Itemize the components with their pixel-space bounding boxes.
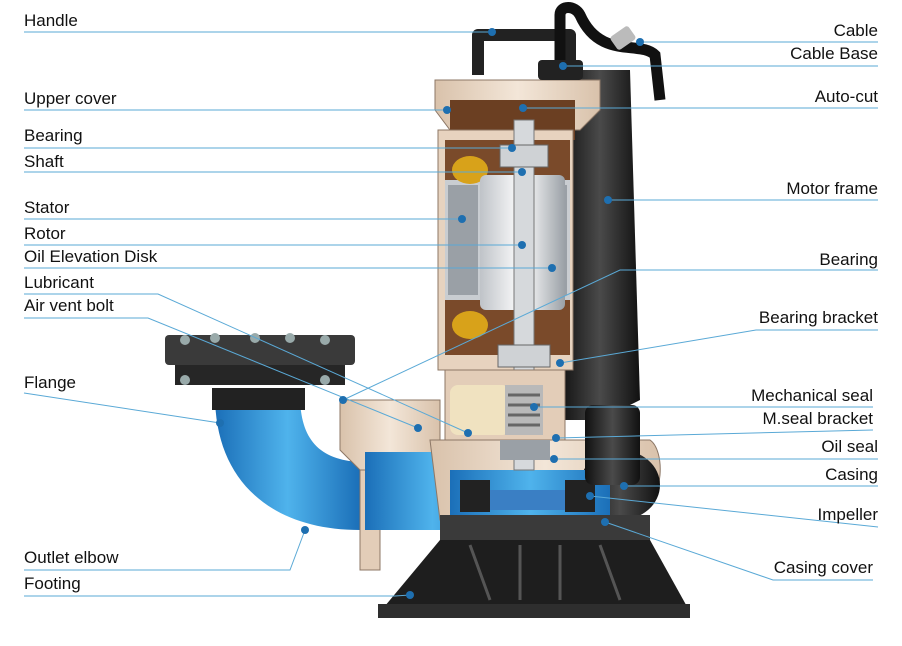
leader-dot-motor-frame	[604, 196, 612, 204]
leader-dot-casing	[620, 482, 628, 490]
leader-dot-outlet-elbow	[301, 526, 309, 534]
leader-dot-upper-cover	[443, 106, 451, 114]
label-casing-cover: Casing cover	[773, 558, 873, 577]
label-shaft: Shaft	[24, 152, 64, 171]
label-cable: Cable	[833, 21, 878, 40]
label-stator: Stator	[24, 198, 70, 217]
leader-dot-oil-seal	[550, 455, 558, 463]
label-lubricant: Lubricant	[24, 273, 94, 292]
leader-dot-mechanical-seal	[530, 403, 538, 411]
leader-dot-shaft	[518, 168, 526, 176]
leader-lubricant	[24, 293, 469, 434]
motor-frame-shape	[560, 70, 640, 485]
label-upper-cover: Upper cover	[24, 89, 117, 108]
leader-dot-footing	[406, 591, 414, 599]
leader-m-seal-bracket	[555, 429, 874, 439]
leader-dot-flange	[216, 419, 224, 427]
leader-dot-lubricant	[464, 429, 472, 437]
oil-chamber	[444, 369, 566, 460]
label-air-vent-bolt: Air vent bolt	[24, 296, 114, 315]
leader-dot-air-vent-bolt	[414, 424, 422, 432]
label-oil-elevation-disk: Oil Elevation Disk	[24, 247, 158, 266]
label-impeller: Impeller	[817, 505, 878, 524]
label-motor-frame: Motor frame	[786, 179, 878, 198]
label-casing: Casing	[825, 465, 878, 484]
leader-dot-impeller	[586, 492, 594, 500]
flange-shape	[165, 333, 355, 385]
leader-flange	[23, 392, 221, 424]
label-oil-seal: Oil seal	[821, 437, 878, 456]
leader-dot-oil-elevation-disk	[548, 264, 556, 272]
leader-dot-stator	[458, 215, 466, 223]
leader-dot-casing-cover	[601, 518, 609, 526]
label-m-seal-bracket: M.seal bracket	[762, 409, 873, 428]
label-bearing-top: Bearing	[24, 126, 83, 145]
label-footing: Footing	[24, 574, 81, 593]
label-bearing-lower: Bearing	[819, 250, 878, 269]
label-bearing-bracket: Bearing bracket	[758, 308, 878, 327]
leader-dot-bearing-lower	[339, 396, 347, 404]
label-flange: Flange	[24, 373, 76, 392]
handle-shape	[472, 29, 576, 75]
label-outlet-elbow: Outlet elbow	[24, 548, 119, 567]
leader-bearing-lower	[342, 269, 878, 401]
label-handle: Handle	[24, 11, 78, 30]
leader-dot-rotor	[518, 241, 526, 249]
leader-dot-cable-base	[559, 62, 567, 70]
label-mechanical-seal: Mechanical seal	[751, 386, 873, 405]
leader-air-vent-bolt	[24, 317, 419, 429]
cable-shape	[538, 2, 666, 101]
label-auto-cut: Auto-cut	[814, 87, 878, 106]
leader-dot-handle	[488, 28, 496, 36]
leader-impeller	[589, 495, 879, 528]
footing-shape	[378, 540, 690, 618]
leader-footing	[24, 594, 411, 597]
leader-dot-bearing-bracket	[556, 359, 564, 367]
leader-dot-cable	[636, 38, 644, 46]
label-rotor: Rotor	[24, 224, 66, 243]
leader-dot-m-seal-bracket	[552, 434, 560, 442]
leader-casing-cover	[604, 521, 873, 581]
motor-chamber	[437, 129, 574, 371]
leader-lines	[23, 28, 879, 599]
leader-outlet-elbow	[24, 529, 306, 571]
leader-bearing-bracket	[559, 329, 878, 364]
leader-dot-bearing-top	[508, 144, 516, 152]
leader-dot-auto-cut	[519, 104, 527, 112]
label-cable-base: Cable Base	[790, 44, 878, 63]
